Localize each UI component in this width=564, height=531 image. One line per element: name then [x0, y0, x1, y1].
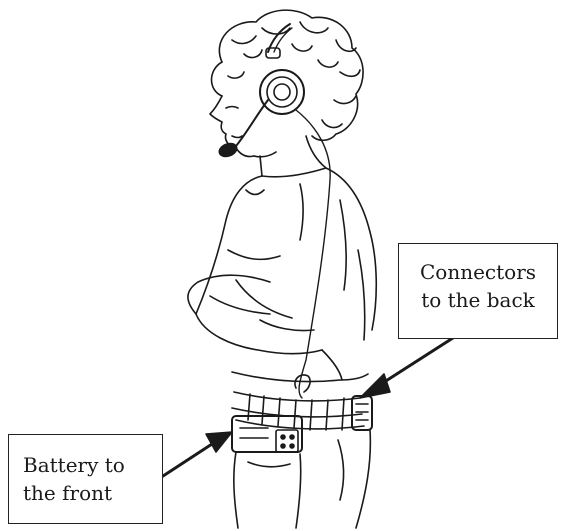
- battery-callout: Battery to the front: [8, 434, 163, 524]
- headset: [217, 24, 304, 159]
- connectors-callout: Connectors to the back: [398, 243, 558, 339]
- shirt: [196, 168, 376, 340]
- hair: [212, 10, 364, 140]
- arms: [188, 275, 342, 380]
- connector-arrow: [360, 336, 456, 398]
- battery-label-line1: Battery to: [23, 451, 152, 479]
- connector-clip: [295, 375, 372, 430]
- connectors-label-line1: Connectors: [409, 258, 547, 286]
- battery-label-line2: the front: [23, 479, 152, 507]
- battery-arrow: [160, 432, 232, 478]
- belt: [232, 392, 364, 430]
- face: [210, 96, 276, 157]
- connectors-label-line2: to the back: [409, 286, 547, 314]
